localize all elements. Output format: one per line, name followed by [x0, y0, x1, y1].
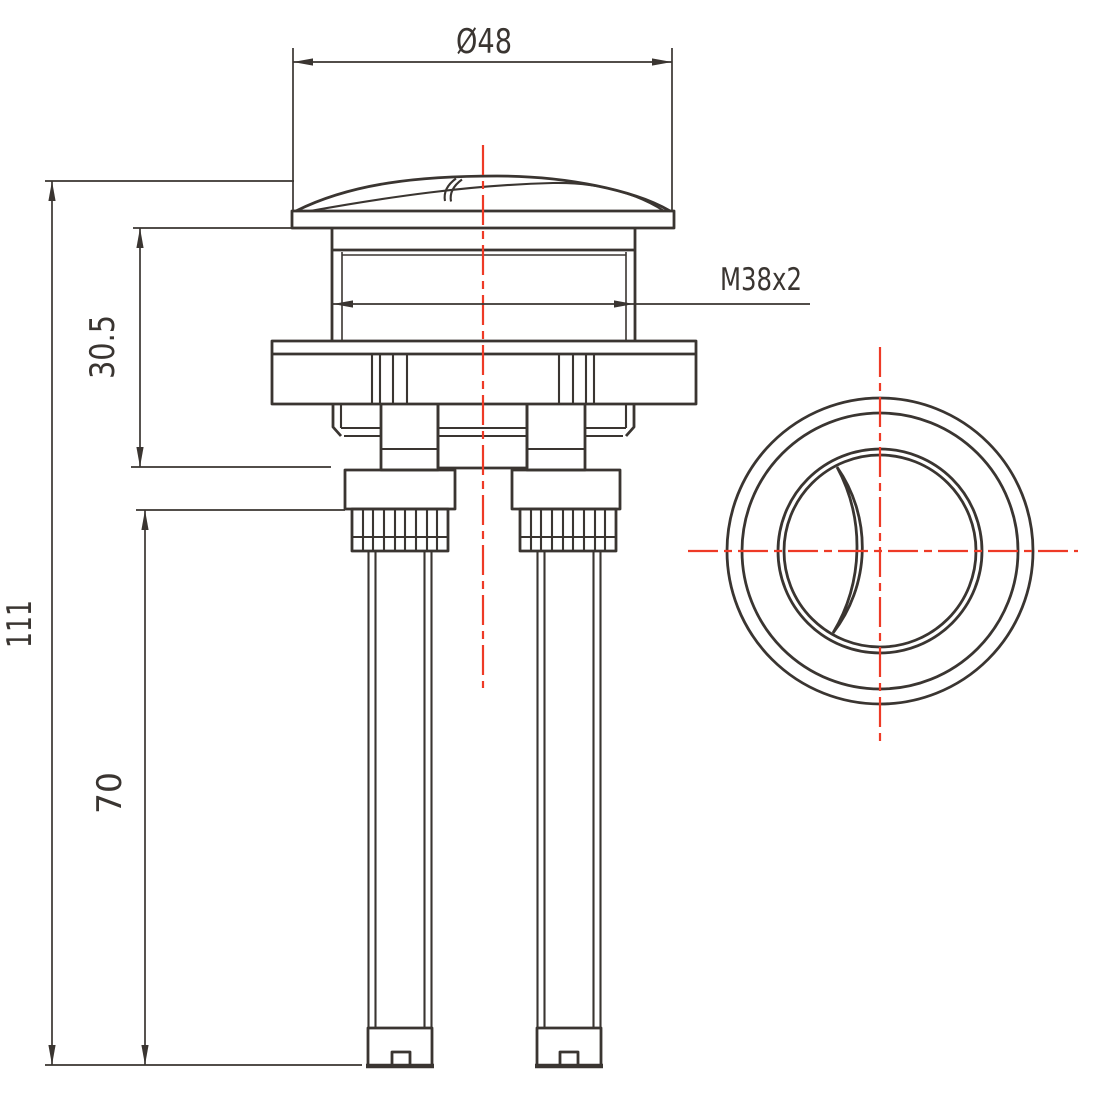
dim-total-height: 111 — [0, 180, 362, 1066]
dim-collar-height-label: 30.5 — [83, 315, 123, 379]
right-comb-box — [518, 507, 618, 553]
top-view — [688, 347, 1078, 745]
dim-thread-arrow-right — [614, 300, 634, 308]
ribbed-adjusters — [350, 507, 618, 553]
actuator-housing — [331, 404, 636, 511]
left-guide-block — [379, 404, 440, 472]
dim-collar-height-arrow-bottom — [136, 447, 144, 467]
dim-collar-height-arrow-top — [136, 228, 144, 248]
dim-thread-arrow-left — [333, 300, 353, 308]
dim-thread-label: M38x2 — [720, 262, 802, 298]
cap-button-split-line — [443, 177, 463, 202]
thread-major-lines — [330, 250, 637, 341]
left-comb-ribs — [361, 509, 439, 551]
left-rod-foot — [366, 1026, 434, 1068]
left-rod-head — [343, 468, 457, 511]
dim-rod-length: 70 — [90, 509, 345, 1065]
cap-dome-inner-arc — [309, 181, 665, 213]
cap-brim — [290, 209, 676, 230]
nut-internal-verticals — [370, 354, 596, 404]
dim-diameter-label: Ø48 — [456, 22, 512, 62]
dim-diameter-arrow-right — [652, 58, 672, 66]
right-tube-wall — [624, 404, 636, 437]
left-comb-box — [350, 507, 450, 553]
dim-diameter: Ø48 — [292, 22, 673, 211]
right-comb-ribs — [529, 509, 607, 551]
nut-outline — [270, 339, 698, 406]
dim-rod-length-label: 70 — [90, 772, 130, 814]
dim-collar-height: 30.5 — [83, 227, 331, 468]
dim-total-height-label: 111 — [0, 600, 40, 648]
left-tube-detail — [339, 404, 381, 438]
dim-rod-length-arrow-bottom — [141, 1045, 149, 1065]
right-rod-foot — [535, 1026, 603, 1068]
dim-diameter-extension-lines — [292, 48, 673, 211]
front-view — [270, 145, 698, 1069]
right-guide-block — [525, 404, 587, 472]
left-tube-wall — [331, 404, 343, 437]
dim-total-height-arrow-top — [48, 181, 56, 201]
dim-diameter-arrow-left — [293, 58, 313, 66]
dim-thread: M38x2 — [333, 262, 810, 308]
push-rods — [366, 551, 603, 1069]
right-tube-detail — [585, 404, 628, 438]
dim-collar-height-extension-lines — [131, 227, 331, 468]
dim-total-height-arrow-bottom — [48, 1045, 56, 1065]
right-rod-head — [510, 468, 622, 511]
dim-rod-length-arrow-top — [141, 510, 149, 530]
dim-total-height-extension-lines — [45, 180, 362, 1066]
button-cap — [290, 174, 676, 230]
rod-prongs — [367, 551, 602, 1028]
